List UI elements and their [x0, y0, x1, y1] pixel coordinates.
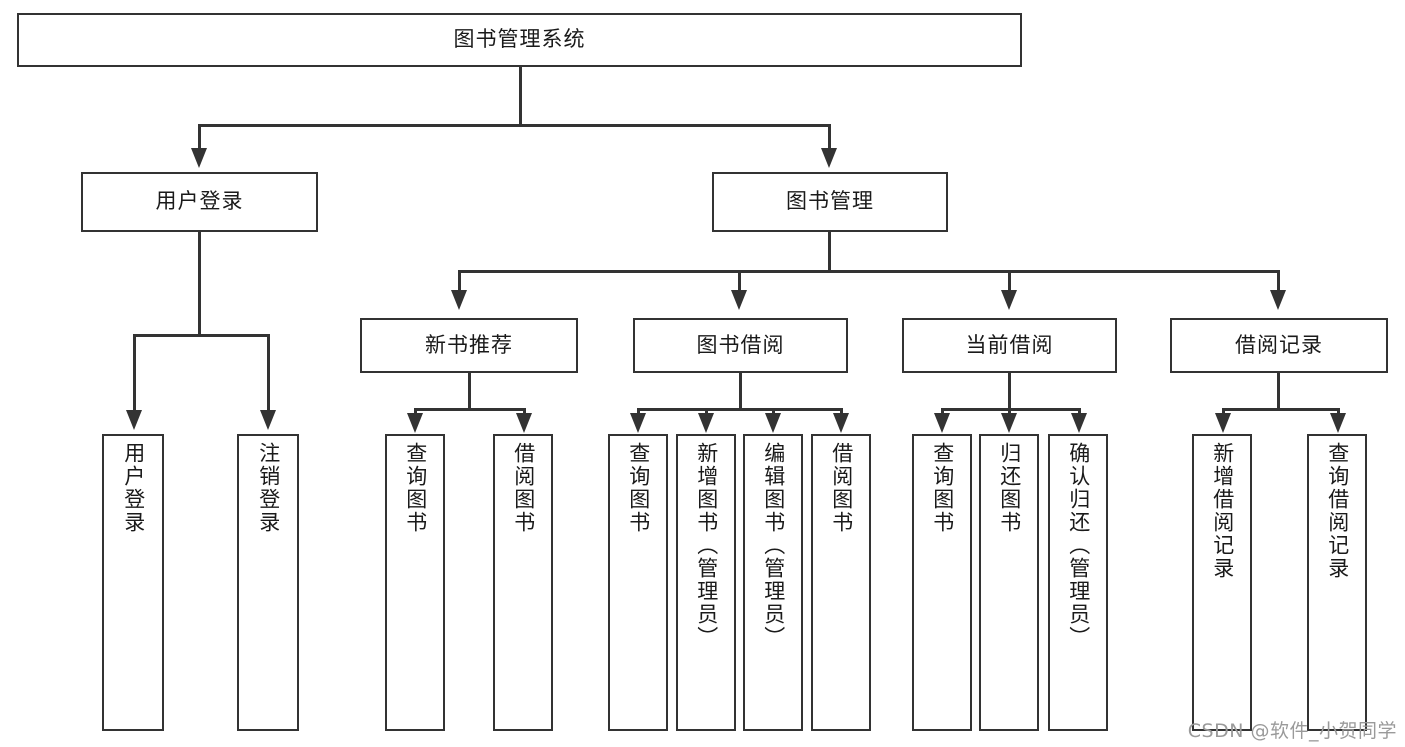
node-user-login[interactable]: 用户登录 [81, 172, 318, 232]
leaf-current-borrow-2[interactable]: 确认归还（管理员） [1048, 434, 1108, 731]
connector-user-login-to-leaf-0 [133, 334, 136, 412]
node-label: 借阅记录 [1235, 332, 1323, 357]
connector-current-borrow-to-leaf-2 [1078, 408, 1081, 416]
node-label: 查询图书 [403, 442, 428, 534]
leaf-current-borrow-1[interactable]: 归还图书 [979, 434, 1039, 731]
leaf-borrow-record-0[interactable]: 新增借阅记录 [1192, 434, 1252, 731]
connector-user-login-to-leaf-1 [267, 334, 270, 412]
connector-book-mgmt-to-l3-1 [738, 270, 741, 292]
connector-borrow-record-stem [1277, 373, 1280, 410]
arrowhead-user-login-to-leaf-1 [260, 410, 276, 430]
arrowhead-new-book-to-leaf-1 [516, 413, 532, 433]
arrowhead-borrow-record-to-leaf-1 [1330, 413, 1346, 433]
connector-book-borrow-stem [739, 373, 742, 410]
connector-root-to-book-mgmt [828, 124, 831, 150]
node-current-borrow[interactable]: 当前借阅 [902, 318, 1117, 373]
arrowhead-book-mgmt-to-l3-0 [451, 290, 467, 310]
connector-user-login-stem [198, 232, 201, 336]
node-label: 图书借阅 [696, 332, 785, 357]
leaf-new-book-1[interactable]: 借阅图书 [493, 434, 553, 731]
arrowhead-book-borrow-to-leaf-1 [698, 413, 714, 433]
arrowhead-book-mgmt-to-l3-1 [731, 290, 747, 310]
connector-borrow-record-to-leaf-1 [1337, 408, 1340, 416]
connector-current-borrow-to-leaf-1 [1008, 408, 1011, 416]
connector-book-mgmt-to-l3-2 [1008, 270, 1011, 292]
leaf-borrow-record-1[interactable]: 查询借阅记录 [1307, 434, 1367, 731]
node-root-system[interactable]: 图书管理系统 [17, 13, 1022, 67]
connector-book-mgmt-to-l3-3 [1277, 270, 1280, 292]
arrowhead-borrow-record-to-leaf-0 [1215, 413, 1231, 433]
connector-root-bus [198, 124, 831, 127]
leaf-book-borrow-3[interactable]: 借阅图书 [811, 434, 871, 731]
connector-book-borrow-to-leaf-0 [637, 408, 640, 416]
node-label: 借阅图书 [511, 442, 536, 534]
node-label: 当前借阅 [965, 332, 1054, 357]
connector-book-mgmt-to-l3-0 [458, 270, 461, 292]
arrowhead-current-borrow-to-leaf-0 [934, 413, 950, 433]
leaf-book-borrow-1[interactable]: 新增图书（管理员） [676, 434, 736, 731]
node-label: 确认归还（管理员） [1066, 442, 1091, 649]
connector-new-book-to-leaf-1 [523, 408, 526, 416]
connector-book-borrow-bus [637, 408, 843, 411]
node-borrow-record[interactable]: 借阅记录 [1170, 318, 1388, 373]
connector-book-borrow-to-leaf-1 [705, 408, 708, 416]
arrowhead-current-borrow-to-leaf-2 [1071, 413, 1087, 433]
node-label: 借阅图书 [829, 442, 854, 534]
node-label: 归还图书 [997, 442, 1022, 534]
connector-current-borrow-bus [941, 408, 1081, 411]
connector-book-borrow-to-leaf-2 [772, 408, 775, 416]
arrowhead-book-borrow-to-leaf-3 [833, 413, 849, 433]
connector-user-login-bus [133, 334, 270, 337]
node-book-management[interactable]: 图书管理 [712, 172, 948, 232]
node-label: 用户登录 [121, 442, 146, 534]
leaf-book-borrow-0[interactable]: 查询图书 [608, 434, 668, 731]
node-new-book-recommend[interactable]: 新书推荐 [360, 318, 578, 373]
node-label: 注销登录 [256, 442, 281, 534]
connector-current-borrow-to-leaf-0 [941, 408, 944, 416]
leaf-book-borrow-2[interactable]: 编辑图书（管理员） [743, 434, 803, 731]
node-book-borrow[interactable]: 图书借阅 [633, 318, 848, 373]
connector-borrow-record-to-leaf-0 [1222, 408, 1225, 416]
node-label: 新增借阅记录 [1210, 442, 1235, 580]
leaf-new-book-0[interactable]: 查询图书 [385, 434, 445, 731]
leaf-user-login-1[interactable]: 注销登录 [237, 434, 299, 731]
node-label: 新书推荐 [425, 332, 513, 357]
connector-book-mgmt-bus [458, 270, 1280, 273]
node-label: 查询图书 [930, 442, 955, 534]
arrowhead-book-mgmt-to-l3-2 [1001, 290, 1017, 310]
arrowhead-new-book-to-leaf-0 [407, 413, 423, 433]
connector-book-mgmt-stem [828, 232, 831, 272]
node-label: 编辑图书（管理员） [761, 442, 786, 649]
leaf-user-login-0[interactable]: 用户登录 [102, 434, 164, 731]
leaf-current-borrow-0[interactable]: 查询图书 [912, 434, 972, 731]
arrowhead-current-borrow-to-leaf-1 [1001, 413, 1017, 433]
connector-new-book-to-leaf-0 [414, 408, 417, 416]
connector-new-book-stem [468, 373, 471, 410]
arrowhead-root-to-user-login [191, 148, 207, 168]
arrowhead-book-borrow-to-leaf-0 [630, 413, 646, 433]
node-label: 查询借阅记录 [1325, 442, 1350, 580]
connector-new-book-bus [414, 408, 526, 411]
arrowhead-user-login-to-leaf-0 [126, 410, 142, 430]
connector-borrow-record-bus [1222, 408, 1340, 411]
arrowhead-book-mgmt-to-l3-3 [1270, 290, 1286, 310]
connector-root-stem [519, 66, 522, 126]
arrowhead-book-borrow-to-leaf-2 [765, 413, 781, 433]
arrowhead-root-to-book-mgmt [821, 148, 837, 168]
node-label: 用户登录 [155, 189, 244, 214]
connector-current-borrow-stem [1008, 373, 1011, 410]
connector-root-to-user-login [198, 124, 201, 150]
node-label: 图书管理 [786, 189, 874, 214]
connector-book-borrow-to-leaf-3 [840, 408, 843, 416]
node-label: 查询图书 [626, 442, 651, 534]
node-label: 图书管理系统 [453, 27, 586, 52]
node-label: 新增图书（管理员） [694, 442, 719, 649]
